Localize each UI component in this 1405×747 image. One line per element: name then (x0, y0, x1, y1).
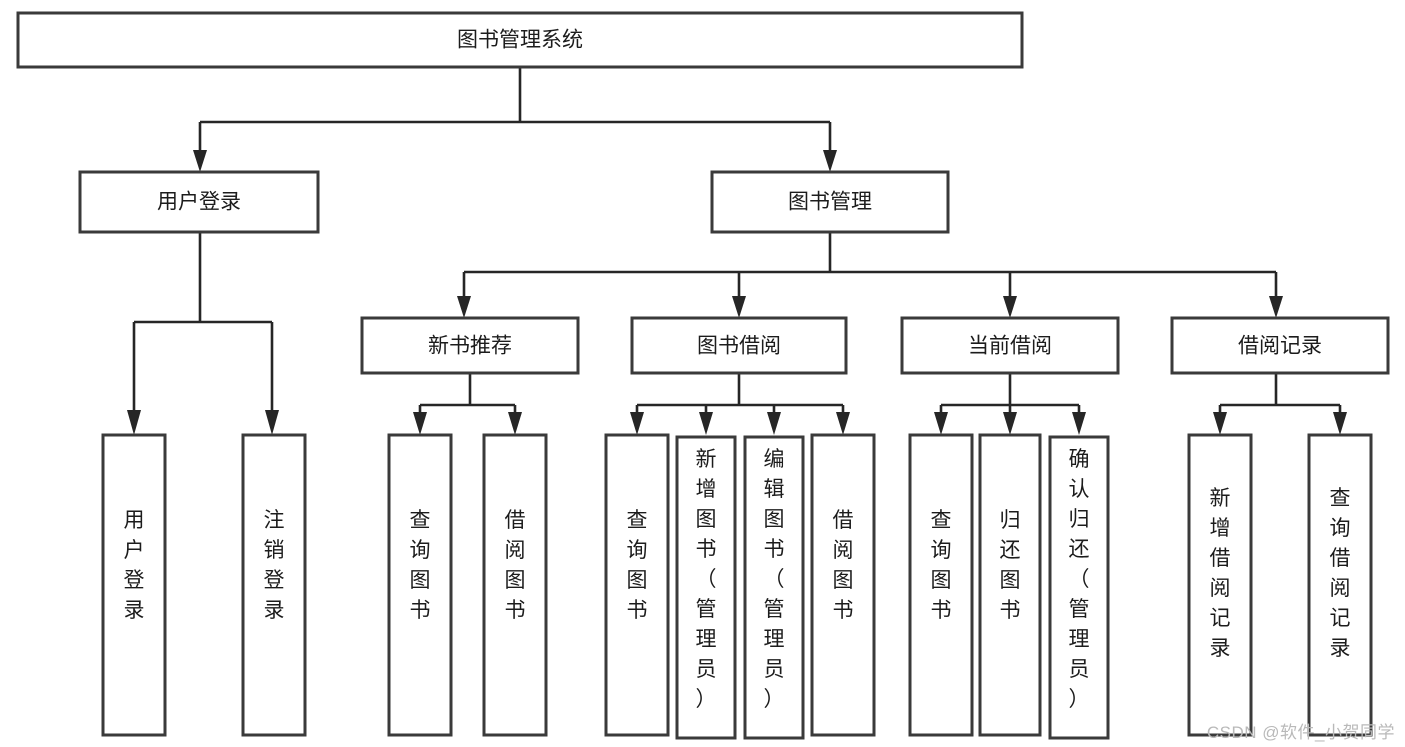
leaf-logout[interactable]: 注销登录 (241, 433, 307, 737)
arrowhead-br-leaf-1 (1213, 412, 1227, 435)
leaf-cb-confirm-return-admin-box[interactable] (1048, 435, 1110, 740)
node-user-login-box[interactable] (78, 170, 320, 234)
leaf-logout-label: 注销登录 (264, 509, 285, 622)
leaf-cb-query-book-box[interactable] (908, 433, 974, 737)
node-book-borrow[interactable]: 图书借阅 (630, 316, 848, 375)
leaf-nb-query-book[interactable]: 查询图书 (387, 433, 453, 737)
arrowhead-borrow-record (1269, 296, 1283, 318)
leaf-bb-add-book-admin[interactable]: 新增图书（管理员） (675, 435, 737, 740)
node-book-borrow-label: 图书借阅 (697, 335, 781, 358)
leaf-br-query-record-box[interactable] (1307, 433, 1373, 737)
leaf-cb-query-book-label: 查询图书 (931, 509, 952, 622)
arrowhead-book-manage (823, 150, 837, 172)
arrowhead-bb-leaf-4 (836, 412, 850, 435)
leaf-bb-query-book-box[interactable] (604, 433, 670, 737)
leaf-nb-borrow-book-box[interactable] (482, 433, 548, 737)
leaf-br-add-record[interactable]: 新增借阅记录 (1187, 433, 1253, 737)
arrowhead-bb-leaf-3 (767, 412, 781, 435)
node-root-label: 图书管理系统 (457, 29, 583, 52)
leaf-nb-borrow-book-label: 借阅图书 (505, 509, 526, 622)
node-current-borrow-label: 当前借阅 (968, 335, 1052, 358)
leaf-br-query-record-label: 查询借阅记录 (1330, 487, 1351, 660)
node-current-borrow-box[interactable] (900, 316, 1120, 375)
node-book-borrow-box[interactable] (630, 316, 848, 375)
leaf-cb-return-book[interactable]: 归还图书 (978, 433, 1042, 737)
leaf-logout-box[interactable] (241, 433, 307, 737)
leaf-bb-query-book[interactable]: 查询图书 (604, 433, 670, 737)
leaf-cb-return-book-box[interactable] (978, 433, 1042, 737)
node-new-book-recommend-box[interactable] (360, 316, 580, 375)
leaf-nb-query-book-label: 查询图书 (410, 509, 431, 622)
arrowhead-bb-leaf-1 (630, 412, 644, 435)
leaf-nb-query-book-box[interactable] (387, 433, 453, 737)
arrowhead-nb-leaf-2 (508, 412, 522, 435)
arrowhead-leaf-user-login (127, 410, 141, 435)
arrowhead-current-borrow (1003, 296, 1017, 318)
node-book-manage[interactable]: 图书管理 (710, 170, 950, 234)
node-current-borrow[interactable]: 当前借阅 (900, 316, 1120, 375)
arrowhead-cb-leaf-3 (1072, 412, 1086, 435)
leaf-bb-borrow-book-label: 借阅图书 (833, 509, 854, 622)
leaf-cb-query-book[interactable]: 查询图书 (908, 433, 974, 737)
node-user-login[interactable]: 用户登录 (78, 170, 320, 234)
leaf-bb-borrow-book-box[interactable] (810, 433, 876, 737)
node-root-box[interactable] (16, 11, 1024, 69)
leaf-br-query-record[interactable]: 查询借阅记录 (1307, 433, 1373, 737)
arrowhead-bb-leaf-2 (699, 412, 713, 435)
arrowhead-br-leaf-2 (1333, 412, 1347, 435)
leaf-bb-query-book-label: 查询图书 (627, 509, 648, 622)
leaf-cb-confirm-return-admin[interactable]: 确认归还（管理员） (1048, 435, 1110, 740)
arrowhead-new-book-rec (457, 296, 471, 318)
arrowhead-cb-leaf-1 (934, 412, 948, 435)
leaf-user-login-box[interactable] (101, 433, 167, 737)
leaf-cb-confirm-return-admin-label: 确认归还（管理员） (1069, 448, 1090, 711)
node-borrow-record-box[interactable] (1170, 316, 1390, 375)
node-book-manage-label: 图书管理 (788, 191, 872, 214)
connector-layer (127, 67, 1347, 435)
leaf-bb-edit-book-admin-box[interactable] (743, 435, 805, 740)
leaf-bb-edit-book-admin-label: 编辑图书（管理员） (764, 448, 785, 711)
leaf-user-login[interactable]: 用户登录 (101, 433, 167, 737)
arrowhead-leaf-logout (265, 410, 279, 435)
node-book-manage-box[interactable] (710, 170, 950, 234)
leaf-bb-add-book-admin-label: 新增图书（管理员） (696, 448, 717, 711)
arrowhead-book-borrow (732, 296, 746, 318)
arrowhead-user-login (193, 150, 207, 172)
leaf-br-add-record-box[interactable] (1187, 433, 1253, 737)
leaf-br-add-record-label: 新增借阅记录 (1210, 487, 1231, 660)
node-borrow-record-label: 借阅记录 (1238, 335, 1322, 358)
node-user-login-label: 用户登录 (157, 191, 241, 214)
leaf-cb-return-book-label: 归还图书 (1000, 509, 1021, 622)
leaf-bb-borrow-book[interactable]: 借阅图书 (810, 433, 876, 737)
leaf-bb-add-book-admin-box[interactable] (675, 435, 737, 740)
arrowhead-cb-leaf-2 (1003, 412, 1017, 435)
leaf-nb-borrow-book[interactable]: 借阅图书 (482, 433, 548, 737)
node-new-book-recommend[interactable]: 新书推荐 (360, 316, 580, 375)
node-borrow-record[interactable]: 借阅记录 (1170, 316, 1390, 375)
node-root[interactable]: 图书管理系统 (16, 11, 1024, 69)
arrowhead-nb-leaf-1 (413, 412, 427, 435)
leaf-user-login-label: 用户登录 (124, 509, 145, 622)
leaf-bb-edit-book-admin[interactable]: 编辑图书（管理员） (743, 435, 805, 740)
node-new-book-recommend-label: 新书推荐 (428, 335, 512, 358)
